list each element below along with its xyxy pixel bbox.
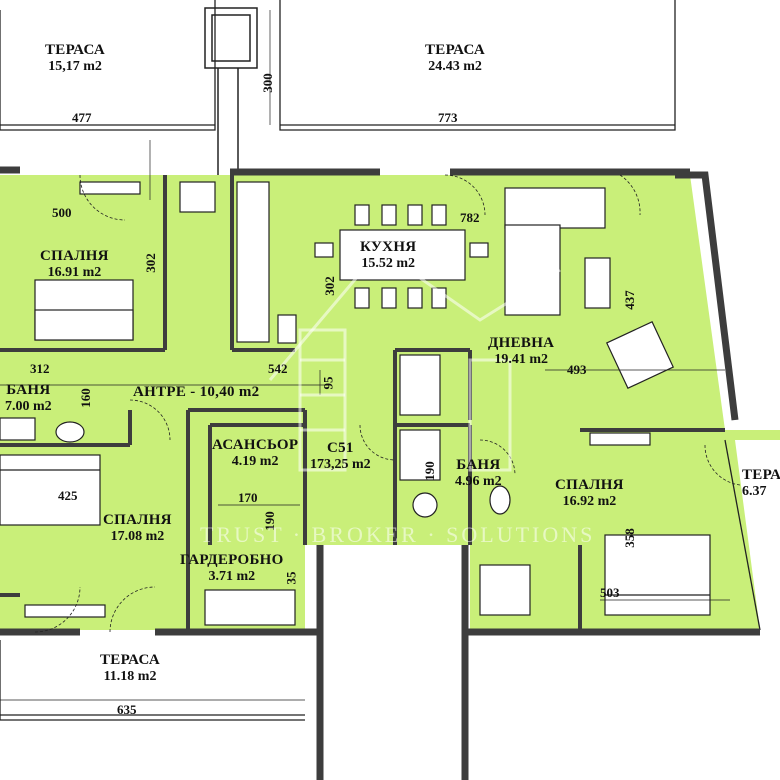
dim-773: 773 [438, 110, 458, 125]
unit-total: C51 173,25 m2 [310, 440, 371, 473]
terrace-outlines [0, 0, 761, 721]
room-name: СПАЛНЯ [40, 248, 109, 264]
room-name: СПАЛНЯ [103, 512, 172, 528]
dim-160: 160 [77, 388, 93, 408]
shower [399, 429, 441, 481]
shaft [204, 7, 258, 175]
room-area: 16.92 m2 [562, 494, 617, 510]
room-bedroom-nw: СПАЛНЯ 16.91 m2 [40, 248, 109, 281]
unit-area: 173,25 m2 [310, 457, 371, 473]
dim-95: 95 [320, 376, 336, 390]
dim-35: 35 [283, 571, 299, 585]
room-name: ДНЕВНА [488, 335, 555, 351]
room-area: 4.19 m2 [231, 454, 279, 470]
room-terrace-n: ТЕРАСА 24.43 m2 [425, 42, 485, 75]
room-kitchen: КУХНЯ 15.52 m2 [352, 238, 425, 274]
dim-425: 425 [58, 488, 78, 503]
closet [204, 589, 296, 626]
dim-170: 170 [238, 490, 258, 505]
furniture [0, 181, 711, 626]
unit-name: C51 [326, 440, 354, 456]
dim-302-kitchen: 302 [321, 276, 337, 296]
dim-190-bath: 190 [421, 461, 437, 481]
shelves [399, 354, 441, 416]
room-area: 4.96 m2 [455, 474, 502, 490]
room-area: 15.52 m2 [361, 256, 416, 272]
dim-477: 477 [72, 110, 92, 125]
room-living: ДНЕВНА 19.41 m2 [488, 335, 554, 368]
coffee-table [584, 257, 611, 309]
bed-se [604, 534, 711, 616]
bed-sw [0, 454, 101, 526]
dim-503: 503 [600, 585, 620, 600]
room-area: 17.08 m2 [110, 529, 165, 545]
stair-core [320, 545, 465, 780]
room-terrace-e: ТЕРА 6.37 [742, 467, 780, 500]
room-bath-e: БАНЯ 4.96 m2 [455, 457, 502, 490]
room-name: СПАЛНЯ [555, 477, 624, 493]
room-name: ТЕРА [742, 467, 780, 483]
room-name: АСАНСЬОР [212, 437, 299, 453]
room-name: ТЕРАСА [100, 652, 161, 668]
room-name: ТЕРАСА [45, 42, 106, 58]
watermark-logo [268, 247, 561, 472]
dim-358: 358 [621, 528, 637, 548]
room-bedroom-sw: СПАЛНЯ 17.08 m2 [103, 512, 172, 545]
dim-542: 542 [268, 361, 288, 376]
room-area: 3.71 m2 [208, 569, 256, 585]
room-hall: АНТРЕ - 10,40 m2 [133, 384, 260, 400]
room-name: ТЕРАСА [425, 42, 486, 58]
room-area: 15,17 m2 [48, 59, 102, 75]
room-area: 16.91 m2 [47, 265, 102, 281]
room-area: 6.37 [742, 484, 767, 500]
walls [0, 166, 760, 780]
desk [179, 181, 216, 213]
dimension-lines [0, 10, 730, 701]
room-area: 11.18 m2 [103, 669, 157, 685]
room-name: БАНЯ [456, 457, 501, 473]
dim-635: 635 [117, 702, 137, 717]
room-area: 19.41 m2 [494, 352, 548, 368]
dim-782: 782 [460, 210, 480, 225]
room-bath-w: БАНЯ 7.00 m2 [5, 382, 52, 415]
dim-437: 437 [621, 290, 637, 310]
dim-312: 312 [30, 361, 50, 376]
sofa-side [504, 224, 561, 316]
room-name: БАНЯ [6, 382, 51, 398]
dim-493: 493 [567, 362, 587, 377]
dim-500: 500 [52, 205, 72, 220]
door-swings [34, 174, 741, 633]
closet-e [479, 564, 531, 616]
room-bedroom-se: СПАЛНЯ 16.92 m2 [555, 477, 624, 510]
room-terrace-s: ТЕРАСА 11.18 m2 [100, 652, 160, 685]
room-area: 7.00 m2 [5, 399, 52, 415]
dim-300: 300 [259, 73, 275, 93]
room-terrace-nw: ТЕРАСА 15,17 m2 [45, 42, 105, 75]
watermark-text: TRUST · BROKER · SOLUTIONS [200, 522, 596, 547]
sofa-top [504, 187, 606, 229]
kitchen-counter [236, 181, 270, 343]
dim-302-bedroom: 302 [142, 253, 158, 273]
armchair [605, 320, 675, 390]
room-area: 24.43 m2 [428, 59, 482, 75]
room-name: КУХНЯ [360, 239, 417, 255]
room-elevator: АСАНСЬОР 4.19 m2 [212, 437, 298, 470]
room-name: ГАРДЕРОБНО [180, 552, 284, 568]
room-wardrobe: ГАРДЕРОБНО 3.71 m2 [180, 552, 284, 585]
